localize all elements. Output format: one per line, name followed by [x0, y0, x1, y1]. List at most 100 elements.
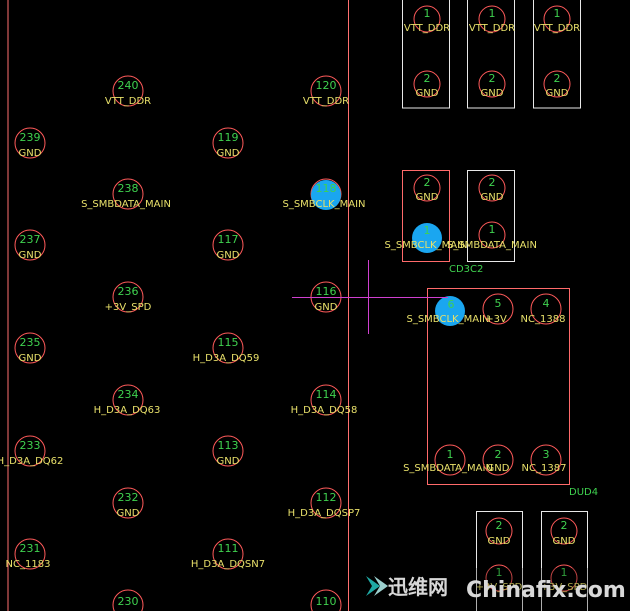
pin-net: GND: [416, 88, 439, 99]
pin-number: 234: [118, 388, 139, 401]
pin-number: 1: [554, 7, 561, 20]
pin-number: 238: [118, 182, 139, 195]
pin-net: GND: [217, 148, 240, 159]
pin-number: 230: [118, 595, 139, 608]
cap-top-3[interactable]: 1 VTT_DDR 2 GND: [533, 0, 581, 109]
pin-231[interactable]: 231 NC_1183: [6, 538, 51, 570]
pin-net: S_SMBDATA_MAIN: [81, 199, 171, 210]
pin-net: NC_1387: [522, 463, 567, 474]
pin-112[interactable]: 112 H_D3A_DQSP7: [288, 487, 361, 519]
pin-net: H_D3A_DQ63: [94, 405, 161, 416]
pin-net: VTT_DDR: [105, 96, 151, 107]
component-cd3c2[interactable]: 2 GND 1 S_SMBCLK_MAIN 2 GND 1 S_SMBDATA_…: [384, 170, 537, 276]
watermark: 迅维网 Chinafix.com: [356, 568, 630, 611]
pin-235[interactable]: 235 GND: [14, 332, 46, 364]
pin-number: 1: [496, 566, 503, 579]
pin-115[interactable]: 115 H_D3A_DQ59: [193, 332, 260, 364]
highlighted-pad: [435, 296, 465, 326]
connector-pins: 240 VTT_DDR 120 VTT_DDR 239 GND 119 GND …: [0, 75, 366, 611]
pin-number: 112: [316, 491, 337, 504]
cap-top-2[interactable]: 1 VTT_DDR 2 GND: [467, 0, 516, 109]
pin-117[interactable]: 117 GND: [212, 229, 244, 261]
watermark-cn: 迅维网: [388, 575, 448, 599]
pin-number: 232: [118, 491, 139, 504]
cap-top-1[interactable]: 1 VTT_DDR 2 GND: [402, 0, 451, 109]
pin-233[interactable]: 233 H_D3A_DQ62: [0, 435, 63, 467]
pin-119[interactable]: 119 GND: [212, 127, 244, 159]
pin-net: S_SMBDATA_MAIN: [403, 463, 493, 474]
pin-239[interactable]: 239 GND: [14, 127, 46, 159]
pin-net: GND: [481, 192, 504, 203]
chevron-right-icon: [366, 576, 380, 596]
pin-net: S_SMBDATA_MAIN: [447, 240, 537, 251]
pin-232[interactable]: 232 GND: [112, 487, 144, 519]
pin-net: GND: [487, 463, 510, 474]
pin-number: 5: [495, 297, 502, 310]
pin-234[interactable]: 234 H_D3A_DQ63: [94, 384, 161, 416]
pin-net: GND: [117, 508, 140, 519]
pin-net: GND: [217, 456, 240, 467]
pin-net: VTT_DDR: [534, 23, 580, 34]
cd3c2-left-outline: [402, 170, 450, 262]
pin-number: 2: [424, 72, 431, 85]
cap-bottom-1[interactable]: 2 GND 1 +3V_SPD: [476, 511, 523, 611]
pin-net: GND: [488, 536, 511, 547]
pin-number: 2: [489, 72, 496, 85]
pin-230[interactable]: 230: [112, 589, 144, 611]
pin-number: 1: [489, 223, 496, 236]
pin-114[interactable]: 114 H_D3A_DQ58: [291, 384, 358, 416]
pin-number: 235: [20, 336, 41, 349]
pin-number: 1: [424, 224, 431, 237]
pin-237[interactable]: 237 GND: [14, 229, 46, 261]
pin-net: +3V_SPD: [476, 582, 523, 593]
pin-236[interactable]: 236 +3V_SPD: [105, 281, 152, 313]
pin-number: 2: [424, 176, 431, 189]
pin-net: NC_1183: [6, 559, 51, 570]
pin-number: 1: [561, 566, 568, 579]
pin-110[interactable]: 110: [310, 589, 342, 611]
cap-bottom-2[interactable]: 2 GND 1 +3V_SPD: [541, 511, 588, 611]
dud4-outline: [427, 288, 570, 485]
pin-240[interactable]: 240 VTT_DDR: [105, 75, 151, 107]
pin-number: 111: [218, 542, 239, 555]
pin-net: +3V: [485, 314, 507, 325]
pin-number: 1: [489, 7, 496, 20]
pin-120[interactable]: 120 VTT_DDR: [303, 75, 349, 107]
pin-net: GND: [217, 250, 240, 261]
pin-number: 116: [316, 285, 337, 298]
pin-number: 2: [561, 519, 568, 532]
pin-net: GND: [315, 302, 338, 313]
pin-net: H_D3A_DQSN7: [191, 559, 265, 570]
pin-number: 118: [316, 182, 337, 195]
pin-number: 115: [218, 336, 239, 349]
component-dud4[interactable]: 6 S_SMBCLK_MAIN 5 +3V 4 NC_1388 1 S_SMBD…: [403, 288, 598, 499]
pin-number: 6: [448, 298, 455, 311]
cd3c2-right-outline: [467, 170, 515, 262]
pin-number: 113: [218, 439, 239, 452]
pin-113[interactable]: 113 GND: [212, 435, 244, 467]
pin-net: H_D3A_DQ58: [291, 405, 358, 416]
reference-designator: CD3C2: [449, 264, 483, 275]
pin-net: VTT_DDR: [303, 96, 349, 107]
pin-number: 2: [495, 448, 502, 461]
pin-number: 117: [218, 233, 239, 246]
pin-111[interactable]: 111 H_D3A_DQSN7: [191, 538, 265, 570]
pin-number: 2: [554, 72, 561, 85]
pin-net: H_D3A_DQSP7: [288, 508, 361, 519]
pin-238[interactable]: 238 S_SMBDATA_MAIN: [81, 178, 171, 210]
pin-net: S_SMBCLK_MAIN: [406, 314, 489, 325]
pin-number: 239: [20, 131, 41, 144]
pin-net: H_D3A_DQ59: [193, 353, 260, 364]
pin-net: GND: [546, 88, 569, 99]
chevron-right-icon: [374, 576, 388, 596]
pin-number: 114: [316, 388, 337, 401]
pin-number: 231: [20, 542, 41, 555]
reference-designator: DUD4: [569, 487, 598, 498]
pin-number: 237: [20, 233, 41, 246]
highlighted-pad: [311, 180, 341, 210]
pin-number: 236: [118, 285, 139, 298]
pin-number: 1: [447, 448, 454, 461]
pin-118[interactable]: 118 S_SMBCLK_MAIN: [282, 178, 366, 210]
